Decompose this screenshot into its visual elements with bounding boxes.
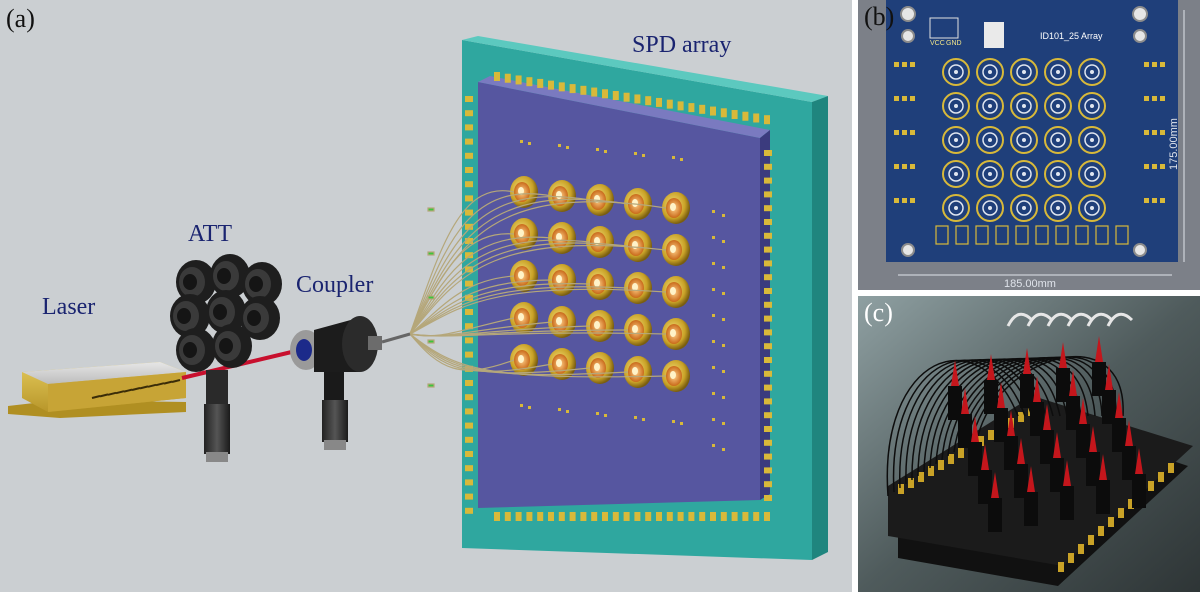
spd-array-label: SPD array xyxy=(632,33,731,57)
att-label: ATT xyxy=(188,222,232,246)
panel-c-label: (c) xyxy=(864,300,893,326)
spd-array-board xyxy=(462,36,828,560)
setup-illustration xyxy=(0,0,852,592)
panel-b-label: (b) xyxy=(864,4,894,30)
laser-module xyxy=(8,362,186,418)
pin-vcc-label: VCC xyxy=(930,40,945,47)
height-dimension: 175.00mm xyxy=(1168,118,1180,170)
coupler-label: Coupler xyxy=(296,273,373,297)
laser-label: Laser xyxy=(42,295,95,319)
panel-c-photo: (c) xyxy=(858,296,1200,592)
panel-b-pcb-layout: (b) ID101_25 Array VCC GND 185.00mm 175.… xyxy=(858,0,1200,290)
board-title: ID101_25 Array xyxy=(1040,31,1103,41)
panel-a-label: (a) xyxy=(6,6,35,32)
pin-gnd-label: GND xyxy=(946,40,962,47)
pcb-layout-drawing xyxy=(858,0,1200,290)
fiber-coupler xyxy=(290,316,410,450)
assembled-array-photo xyxy=(858,296,1200,592)
width-dimension: 185.00mm xyxy=(1004,278,1056,290)
panel-a-schematic: (a) Laser ATT Coupler SPD array xyxy=(0,0,852,592)
